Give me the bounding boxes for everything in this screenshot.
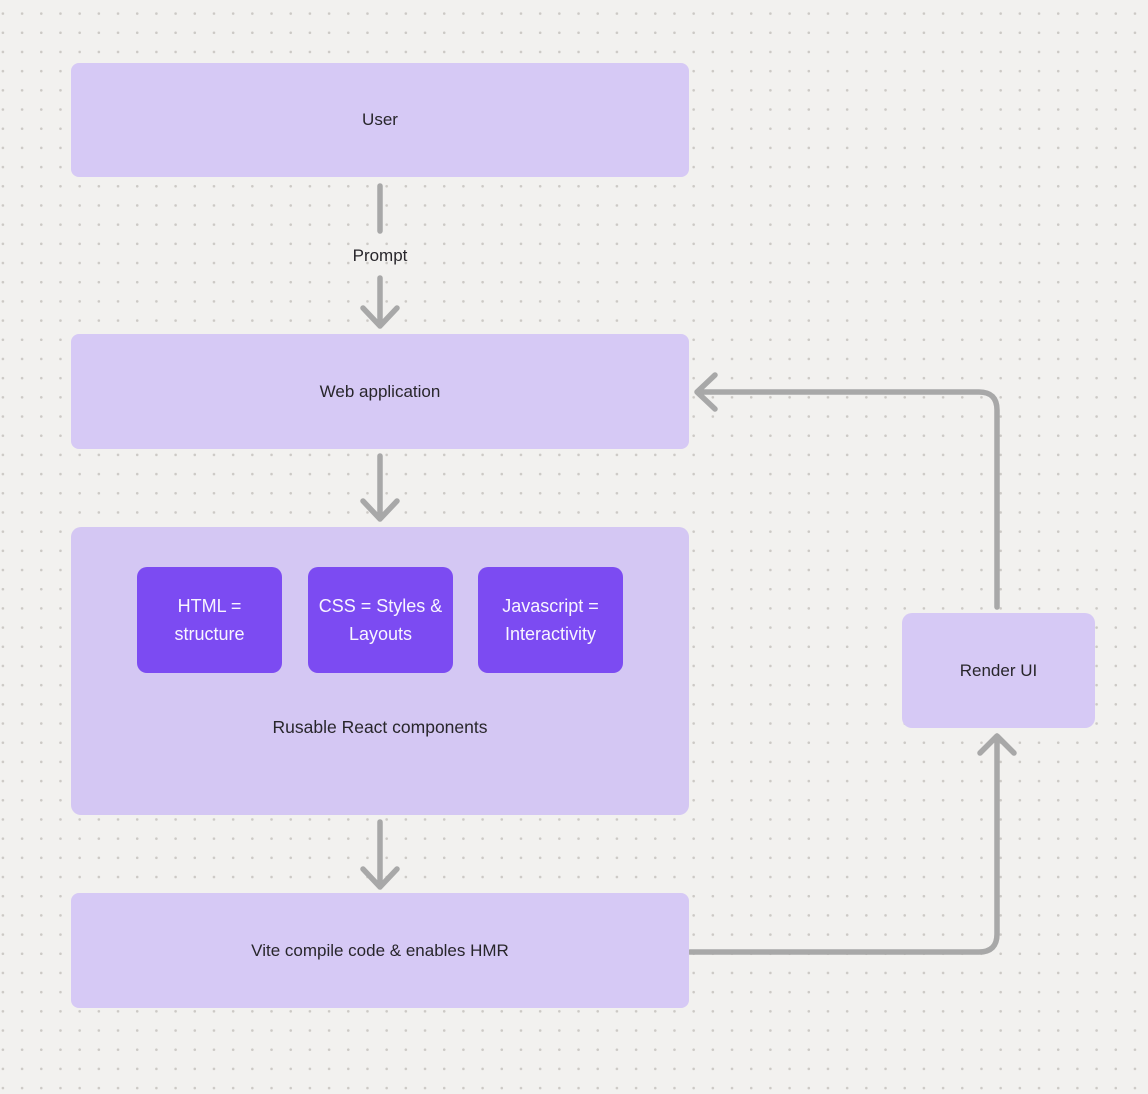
node-css[interactable]: CSS = Styles & Layouts xyxy=(308,567,453,673)
node-render-ui[interactable]: Render UI xyxy=(902,613,1095,728)
node-html-label: HTML = structure xyxy=(174,596,245,644)
components-group-caption: Rusable React components xyxy=(272,717,488,737)
edge-web-to-components-arrow xyxy=(360,453,400,522)
node-user[interactable]: User xyxy=(71,63,689,177)
node-web-application-label: Web application xyxy=(319,381,441,401)
edge-user-to-web-arrow xyxy=(360,275,400,329)
node-components-group[interactable]: HTML = structure CSS = Styles & Layouts … xyxy=(71,527,689,815)
edge-vite-to-render-arrow xyxy=(687,733,1017,955)
edge-label-prompt: Prompt xyxy=(352,246,408,265)
edge-components-to-vite-arrow xyxy=(360,819,400,890)
node-web-application[interactable]: Web application xyxy=(71,334,689,449)
node-javascript-label: Javascript = Interactivity xyxy=(502,596,599,644)
node-vite[interactable]: Vite compile code & enables HMR xyxy=(71,893,689,1008)
node-javascript[interactable]: Javascript = Interactivity xyxy=(478,567,623,673)
edge-render-to-web-arrow xyxy=(694,372,1000,610)
node-render-ui-label: Render UI xyxy=(959,660,1038,680)
node-html[interactable]: HTML = structure xyxy=(137,567,282,673)
node-css-label: CSS = Styles & Layouts xyxy=(318,596,443,644)
node-user-label: User xyxy=(362,110,398,129)
node-vite-label: Vite compile code & enables HMR xyxy=(251,940,509,960)
